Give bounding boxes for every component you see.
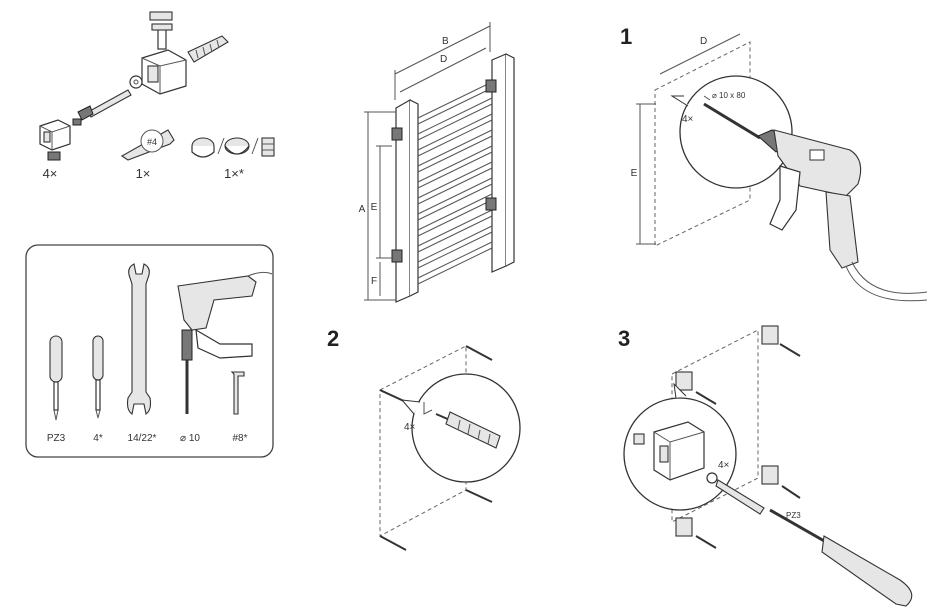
allen-key: #4: [120, 129, 175, 161]
step-1-drill: [757, 129, 927, 302]
step-1: 1 D E 4× ⌀ 10 x 80: [620, 24, 927, 302]
long-screw: [77, 75, 143, 121]
radiator-rungs: [417, 81, 493, 285]
tool-label-pz3: PZ3: [47, 433, 66, 444]
cap-options: [191, 137, 275, 158]
step-1-dim-e: E: [631, 168, 638, 179]
step-3-tool-label: PZ3: [786, 511, 801, 520]
small-bracket: [39, 118, 82, 161]
parts-group: 4× #4 1× 1×*: [39, 11, 275, 181]
step-1-number: 1: [620, 24, 632, 49]
drill-icon: [177, 271, 273, 414]
qty-caps: 1×*: [224, 166, 244, 181]
step-2-wall-plug: [435, 411, 501, 449]
screwdriver-small-icon: [92, 335, 104, 419]
step-1-qty: 4×: [682, 114, 694, 125]
tools-box: PZ3 4* 14/22* ⌀ 10 #8*: [25, 244, 274, 458]
dim-b: B: [442, 36, 449, 47]
dim-e: E: [371, 202, 378, 213]
dim-d: D: [440, 54, 447, 65]
step-3: 3 4× PZ3: [618, 325, 913, 607]
step-2-qty: 4×: [404, 422, 416, 433]
hex-key-icon: [230, 371, 245, 415]
qty-brackets: 4×: [43, 166, 58, 181]
dim-f: F: [371, 276, 377, 287]
screwdriver-pz3-icon: [49, 335, 63, 421]
step-2: 2 4×: [327, 326, 521, 551]
tool-label-drill: ⌀ 10: [180, 433, 200, 444]
tool-label-hex: #8*: [232, 433, 247, 444]
tool-label-4: 4*: [93, 433, 103, 444]
step-1-dim-d: D: [700, 36, 707, 47]
wrench-icon: [126, 263, 152, 415]
dim-a: A: [359, 204, 366, 215]
step-1-drill-spec: ⌀ 10 x 80: [712, 91, 746, 100]
step-3-qty: 4×: [718, 460, 730, 471]
wall-bracket: [141, 11, 187, 95]
qty-key: 1×: [136, 166, 151, 181]
step-3-screwdriver: [769, 508, 913, 607]
radiator-dimension-diagram: B D A E F: [359, 22, 515, 303]
tool-label-wrench: 14/22*: [128, 433, 157, 444]
step-3-brackets: [675, 325, 801, 549]
wall-plug: [187, 35, 229, 63]
step-3-number: 3: [618, 326, 630, 351]
step-2-number: 2: [327, 326, 339, 351]
key-size-label: #4: [147, 137, 157, 147]
